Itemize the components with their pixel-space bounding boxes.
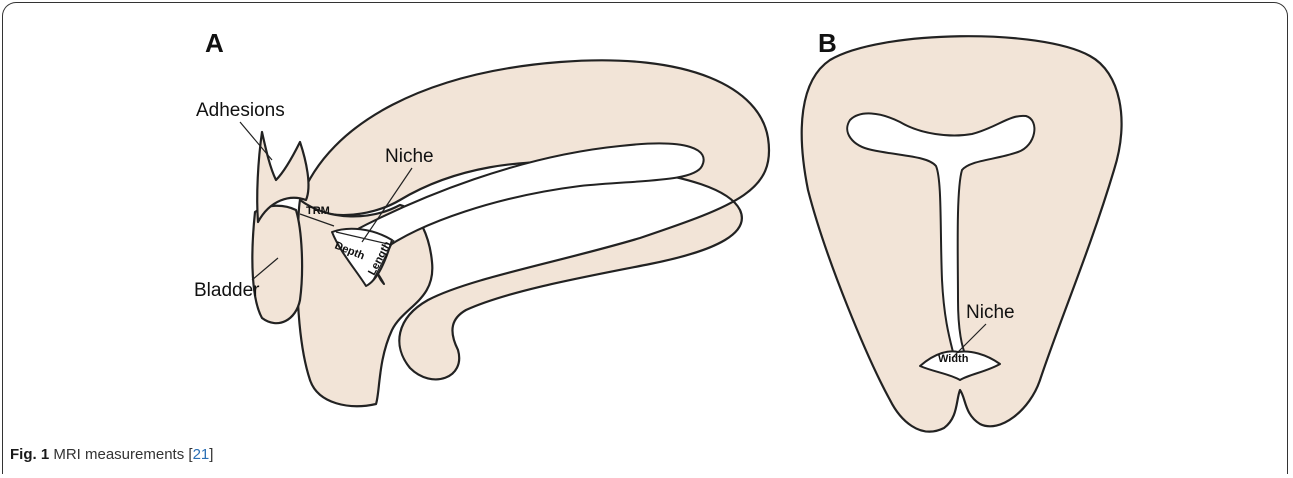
adhesions-label: Adhesions (196, 100, 285, 121)
panel-b-letter: B (818, 28, 837, 58)
panel-a-letter: A (205, 28, 224, 58)
niche-label-a: Niche (385, 146, 434, 167)
bladder-label: Bladder (194, 280, 260, 301)
caption-text: MRI measurements (53, 446, 184, 463)
reference-bracket-close: ] (209, 446, 213, 463)
niche-label-b: Niche (966, 302, 1015, 323)
trm-label: TRM (306, 205, 330, 217)
bladder-shape (252, 206, 302, 323)
figure-label: Fig. 1 (10, 446, 49, 463)
reference-link[interactable]: 21 (193, 446, 210, 463)
width-label: Width (938, 353, 969, 365)
panel-b: B Niche Width (802, 28, 1122, 432)
adhesions-leader-line (240, 122, 272, 160)
panel-a: A Adhesions Bladder Niche TRM Depth Leng… (194, 28, 769, 406)
figure-caption: Fig. 1 MRI measurements [21] (10, 446, 213, 463)
